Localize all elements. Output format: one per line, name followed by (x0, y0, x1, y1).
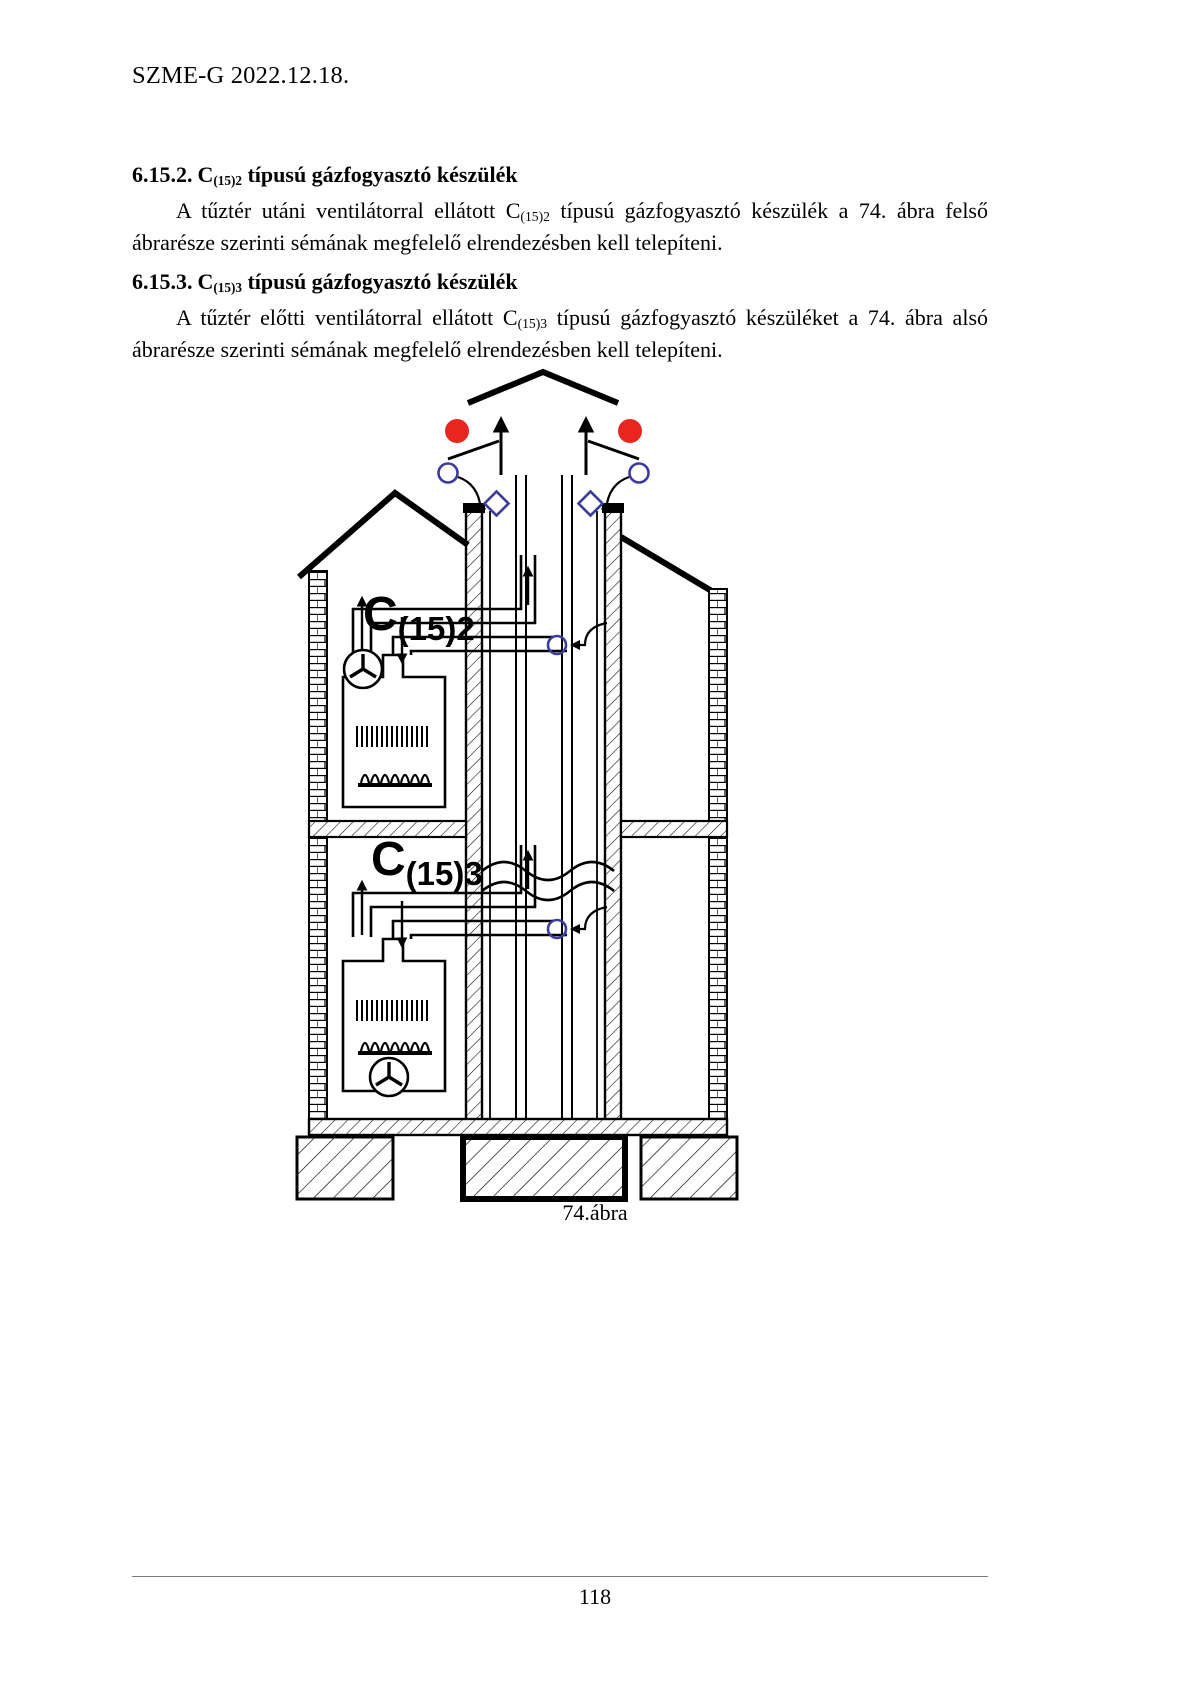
burner-icon-lower (358, 1041, 432, 1055)
upper-label-sub: (15)2 (398, 610, 475, 647)
heat-exchanger-upper (356, 726, 428, 747)
air-inlet-marker-left-icon (437, 462, 459, 484)
roof-right-slope (619, 534, 717, 596)
damper-diamond-left-icon (482, 489, 511, 518)
lower-label-main: C (371, 833, 406, 886)
foundation-block-left (295, 1135, 395, 1201)
section-title-rest: típusú gázfogyasztó készülék (241, 162, 518, 187)
chimney-wall-left (464, 509, 484, 1123)
cap-leader-left (447, 439, 500, 461)
exhaust-marker-left-icon (445, 419, 469, 443)
shaft-break-squiggle (481, 860, 615, 902)
section-title-subscript: (15)2 (213, 172, 242, 188)
chimney-wall-right (603, 509, 623, 1123)
paragraph-subscript: (15)3 (517, 315, 548, 331)
duct-lower (351, 845, 567, 939)
document-body: 6.15.2.C(15)2 típusú gázfogyasztó készül… (132, 160, 988, 373)
chimney-wall-cap-right (602, 503, 624, 513)
section-title-rest: típusú gázfogyasztó készülék (241, 268, 518, 294)
lower-appliance-label: C(15)3 (371, 833, 483, 892)
cap-leader-right (587, 439, 640, 461)
floor-slab-right (619, 819, 729, 839)
footer-divider (132, 1576, 988, 1577)
figure-caption: 74.ábra (562, 1200, 628, 1225)
air-intake-arrow-upper (569, 621, 608, 651)
paragraph-text-part1: A tűztér utáni ventilátorral ellátott C (176, 198, 521, 224)
appliance-upper (341, 648, 447, 809)
paragraph-6-15-2: A tűztér utáni ventilátorral ellátott C(… (132, 195, 988, 259)
fan-blades-upper (349, 654, 377, 679)
paragraph-text-part2: típusú gázfogyasztó készülék a 74. ábra … (132, 198, 988, 256)
chimney-wall-cap-left (463, 503, 485, 513)
fan-blades-lower (375, 1062, 403, 1087)
air-intake-marker-upper-icon (546, 634, 568, 656)
section-heading-6-15-3: 6.15.3.C(15)3 típusú gázfogyasztó készül… (132, 267, 988, 296)
heat-exchanger-lower (356, 1000, 428, 1021)
section-title-symbol: C (197, 268, 214, 294)
section-number: 6.15.2. (132, 162, 193, 187)
paragraph-subscript: (15)2 (520, 209, 550, 225)
lower-label-sub: (15)3 (406, 855, 483, 892)
exterior-wall-left (308, 570, 328, 1124)
figure-svg: C(15)2 (295, 368, 739, 1202)
duct-upper (351, 555, 567, 655)
appliance-lower (341, 937, 447, 1098)
page-number: 118 (578, 1584, 612, 1609)
burner-icon-upper (358, 773, 432, 787)
section-title-subscript: (15)3 (213, 279, 242, 295)
floor-slab-left (307, 819, 468, 839)
roof-left-slope (297, 489, 470, 580)
air-intake-marker-lower-icon (546, 918, 568, 940)
chimney-cap-group (466, 368, 620, 406)
foundation-block-right (639, 1135, 739, 1201)
exterior-wall-right (708, 588, 728, 1124)
upper-label-main: C (363, 588, 398, 641)
air-intake-arrow-lower (569, 905, 608, 935)
exhaust-marker-right-icon (618, 419, 642, 443)
document-header: SZME-G 2022.12.18. (132, 62, 350, 89)
ground-slab (307, 1117, 729, 1137)
section-number: 6.15.3. (132, 268, 193, 294)
air-inlet-marker-right-icon (628, 462, 650, 484)
figure-74-diagram: C(15)2 (0, 355, 1190, 1225)
paragraph-6-15-3: A tűztér előtti ventilátorral ellátott C… (132, 302, 988, 366)
chimney-rain-cap-icon (466, 368, 620, 406)
foundation-block-center (460, 1134, 628, 1202)
paragraph-text-part2: típusú gázfogyasztó készüléket a 74. ábr… (132, 304, 988, 362)
damper-diamond-right-icon (576, 489, 605, 518)
paragraph-text-part1: A tűztér előtti ventilátorral ellátott C (176, 304, 518, 330)
section-heading-6-15-2: 6.15.2.C(15)2 típusú gázfogyasztó készül… (132, 160, 988, 189)
upper-appliance-label: C(15)2 (363, 588, 475, 647)
section-title-symbol: C (197, 162, 214, 187)
